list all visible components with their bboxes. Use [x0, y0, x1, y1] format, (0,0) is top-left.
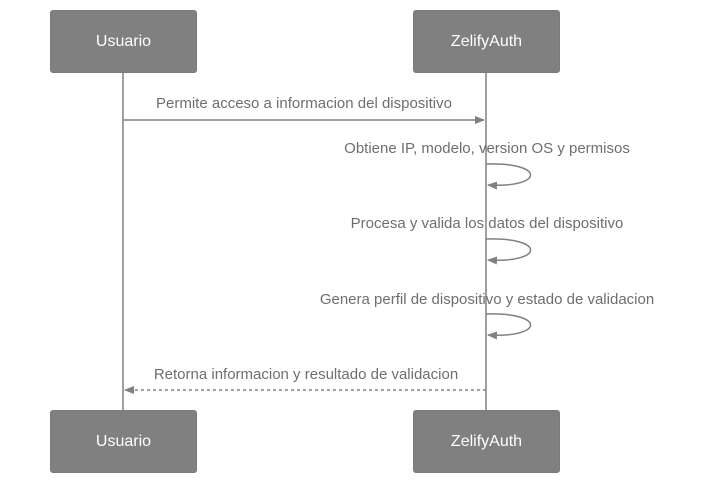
self-loop-arrow-3 [485, 238, 532, 265]
actor-usuario-bottom: Usuario [50, 410, 197, 473]
actor-zelifyauth-top: ZelifyAuth [413, 10, 560, 73]
actor-zelifyauth-bottom: ZelifyAuth [413, 410, 560, 473]
message-label-3: Procesa y valida los datos del dispositi… [350, 215, 624, 232]
message-label-4: Genera perfil de dispositivo y estado de… [319, 291, 655, 308]
actor-label: ZelifyAuth [450, 432, 523, 450]
actor-usuario-top: Usuario [50, 10, 197, 73]
self-loop-arrow-2 [485, 163, 532, 190]
message-label-5: Retorna informacion y resultado de valid… [153, 366, 459, 383]
self-loop-arrow-4 [485, 313, 532, 340]
message-label-2: Obtiene IP, modelo, version OS y permiso… [344, 140, 630, 157]
actor-label: ZelifyAuth [450, 32, 523, 50]
actor-label: Usuario [95, 432, 152, 450]
actor-label: Usuario [95, 32, 152, 50]
message-label-1: Permite acceso a informacion del disposi… [156, 95, 452, 112]
